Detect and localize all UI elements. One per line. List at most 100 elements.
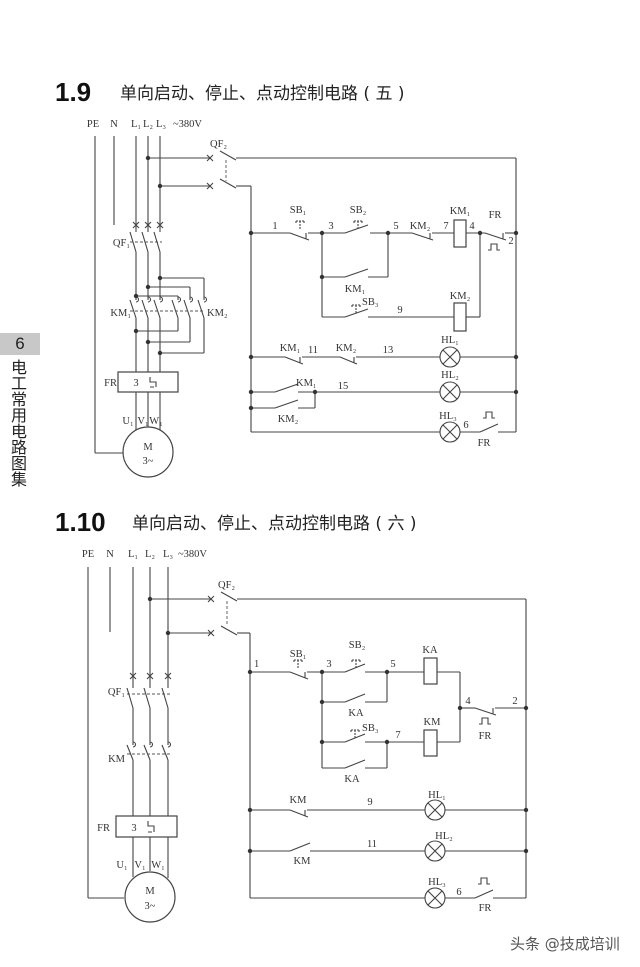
- thermal-relay-box: [115, 815, 178, 838]
- label-n3: 3: [328, 221, 333, 232]
- label-n9: 9: [367, 797, 372, 808]
- breaker-x-icon: [206, 182, 214, 190]
- label-fr-alarm: FR: [479, 903, 492, 914]
- label-n11: 11: [367, 839, 377, 850]
- chapter-tab: 6: [0, 333, 40, 355]
- label-qf1: QF₁: [108, 687, 125, 698]
- contactor-main-contact-icon: [143, 744, 151, 761]
- label-ka-hold2: KA: [344, 774, 360, 785]
- contactor-main-contact-icon: [141, 299, 149, 319]
- breaker-x-icon: [129, 672, 137, 680]
- section-title-1-9: 单向启动、停止、点动控制电路 ( 五 ): [120, 84, 404, 104]
- label-v: V₁: [137, 416, 148, 427]
- junction-dot: [248, 405, 254, 411]
- lamp-cross: [427, 802, 443, 818]
- label-hl3: HL₃: [439, 411, 457, 422]
- section-number-1-9: 1.9: [55, 77, 91, 107]
- junction-dot: [319, 739, 325, 745]
- junction-dot: [147, 596, 153, 602]
- label-l1: L₁: [131, 119, 141, 130]
- label-qf2: QF₂: [210, 139, 227, 150]
- label-km2-run: KM₂: [278, 414, 299, 425]
- label-ka-hold1: KA: [348, 708, 364, 719]
- junction-dot: [145, 284, 151, 290]
- contactor-main-contact-icon: [197, 299, 205, 319]
- qf2-blade-icon: [219, 178, 237, 189]
- sb2-start-button-icon: [344, 663, 366, 673]
- label-motor: M: [143, 442, 153, 453]
- qf2-blade-icon: [220, 625, 238, 636]
- label-v: V₁: [134, 860, 145, 871]
- contact-arc: [159, 296, 164, 303]
- breaker-x-icon: [207, 595, 215, 603]
- fr-nc-contact-icon: [474, 707, 497, 716]
- km1-hold-contact-icon: [344, 268, 369, 278]
- label-km1-hold: KM₁: [345, 284, 366, 295]
- lamp-cross: [442, 424, 458, 440]
- label-pe: PE: [87, 119, 99, 130]
- label-hl1: HL₁: [441, 335, 459, 346]
- fr-nc-contact-icon: [484, 232, 507, 241]
- label-u: U₁: [116, 860, 127, 871]
- junction-dot: [319, 230, 325, 236]
- label-sb3: SB₃: [362, 297, 379, 308]
- label-n4: 4: [465, 696, 471, 707]
- junction-dot: [523, 705, 529, 711]
- qf2-blade-icon: [220, 591, 238, 602]
- label-l1: L₁: [128, 549, 138, 560]
- label-n: N: [110, 119, 118, 130]
- contact-arc: [177, 296, 182, 303]
- ka-hold-contact-icon: [344, 759, 366, 769]
- label-voltage: ~380V: [173, 119, 202, 130]
- label-km-ind: KM: [290, 795, 308, 806]
- breaker-x-icon: [207, 629, 215, 637]
- coil-icon: [423, 657, 438, 685]
- label-n6: 6: [456, 887, 461, 898]
- junction-dot: [157, 183, 163, 189]
- label-n5: 5: [390, 659, 395, 670]
- lamp-cross: [427, 890, 443, 906]
- label-n1: 1: [272, 221, 277, 232]
- label-km-main: KM: [108, 754, 126, 765]
- motor-icon: [122, 426, 174, 478]
- km2-interlock-contact-icon: [411, 232, 434, 241]
- contactor-main-contact-icon: [129, 299, 137, 319]
- junction-dot: [248, 230, 254, 236]
- junction-dot: [384, 739, 390, 745]
- junction-dot: [384, 669, 390, 675]
- contact-arc: [147, 296, 152, 303]
- lamp-cross: [442, 349, 458, 365]
- contact-arc: [132, 741, 137, 748]
- section-number-1-10: 1.10: [55, 507, 106, 537]
- label-km1-coil: KM₁: [450, 206, 471, 217]
- label-n7: 7: [443, 221, 448, 232]
- label-km2-nc: KM₂: [410, 221, 431, 232]
- contact-arc: [167, 741, 172, 748]
- breaker-x-icon: [144, 221, 152, 229]
- thermal-relay-symbol-icon: [478, 877, 490, 885]
- junction-dot: [157, 275, 163, 281]
- fr-alarm-contact-icon: [479, 423, 499, 433]
- label-hl3: HL₃: [428, 877, 446, 888]
- label-u: U₁: [122, 416, 133, 427]
- junction-dot: [523, 848, 529, 854]
- label-km2-main: KM₂: [207, 308, 228, 319]
- label-qf2: QF₂: [218, 580, 235, 591]
- coil-icon: [453, 219, 467, 248]
- no-contact-icon: [274, 383, 299, 393]
- pushbutton-icon: [350, 729, 360, 738]
- contactor-main-contact-icon: [153, 299, 161, 319]
- contact-arc: [203, 296, 208, 303]
- sb1-stop-button-icon: [289, 671, 309, 680]
- junction-dot: [477, 230, 483, 236]
- junction-dot: [145, 339, 151, 345]
- label-n1: 1: [254, 659, 259, 670]
- label-hl1: HL₁: [428, 790, 446, 801]
- label-voltage: ~380V: [178, 549, 207, 560]
- label-fr-nc: FR: [479, 731, 492, 742]
- label-fr-setting: 3: [133, 378, 138, 389]
- motor-icon: [124, 871, 176, 923]
- junction-dot: [319, 669, 325, 675]
- breaker-x-icon: [164, 672, 172, 680]
